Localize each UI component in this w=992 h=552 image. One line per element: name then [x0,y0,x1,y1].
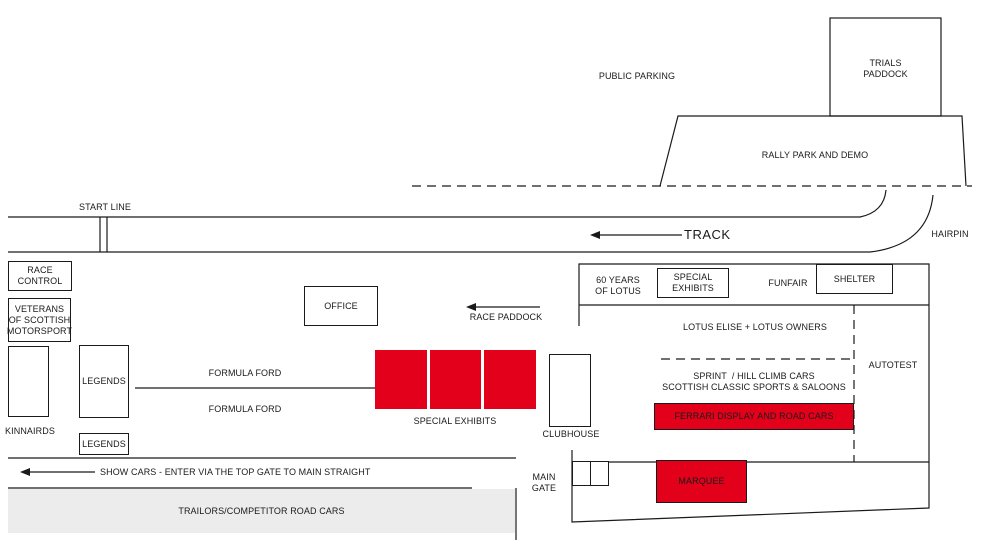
veterans-label: VETERANS OF SCOTTISH MOTORSPORT [6,303,73,336]
hairpin-label: HAIRPIN [931,229,969,239]
ferrari-label: FERRARI DISPLAY AND ROAD CARS [674,411,834,421]
kinnairds-box [8,346,49,417]
funfair-label: FUNFAIR [768,278,808,288]
shelter-label: SHELTER [833,273,876,284]
main-gate-box-2 [590,461,609,486]
office-box [304,286,378,326]
trials-paddock-label: TRIALS PADDOCK [863,58,908,79]
office-label: OFFICE [324,300,358,311]
main-gate-box-1 [572,461,592,486]
special-exhibits-box-label: SPECIAL EXHIBITS [672,272,714,293]
veterans-box [8,298,71,342]
marquee-label: MARQUEE [678,476,725,486]
main-gate-label: MAIN GATE [531,472,557,493]
race-paddock-label: RACE PADDOCK [469,312,543,322]
special-exhibits-red-label: SPECIAL EXHIBITS [413,416,497,426]
lotus-elise-label: LOTUS ELISE + LOTUS OWNERS [683,322,827,332]
public-parking-label: PUBLIC PARKING [598,71,676,81]
rally-park-area [659,115,967,187]
special-exhibits-red-block-2 [430,350,481,409]
start-line-label: START LINE [78,202,132,212]
race-control-label: RACE CONTROL [17,265,63,286]
shelter-box [816,264,893,294]
legends-small-label: LEGENDS [82,438,126,449]
lotus-60-label: 60 YEARS OF LOTUS [595,275,641,296]
rally-park-label: RALLY PARK AND DEMO [761,150,869,160]
kinnairds-label: KINNAIRDS [5,426,55,436]
legends-box [79,345,129,418]
race-control-box [8,261,72,291]
marquee-area [656,460,747,503]
race-paddock-arrow-head [466,303,476,311]
clubhouse-box [549,354,591,427]
formula-ford-label-1: FORMULA FORD [208,368,282,378]
autotest-label: AUTOTEST [868,360,918,370]
legends-small-box [79,433,129,455]
formula-ford-label-2: FORMULA FORD [208,404,282,414]
clubhouse-label: CLUBHOUSE [542,429,600,439]
sprint-label: SPRINT / HILL CLIMB CARS SCOTTISH CLASSI… [662,371,846,392]
trailors-label: TRAILORS/COMPETITOR ROAD CARS [178,505,345,516]
special-exhibits-red-block-1 [375,350,427,409]
track-label: TRACK [684,227,731,242]
ferrari-area [654,403,854,430]
track-bottom-edge [8,194,934,253]
right-complex-outline [571,263,930,523]
track-top-edge [8,189,887,218]
trailors-area [8,489,515,533]
track-arrow-head [590,231,600,239]
special-exhibits-red-block-3 [484,350,536,409]
show-cars-label: SHOW CARS - ENTER VIA THE TOP GATE TO MA… [100,467,371,477]
show-cars-arrow-head [20,468,30,476]
legends-main-label: LEGENDS [82,376,126,386]
special-exhibits-box [657,268,729,298]
